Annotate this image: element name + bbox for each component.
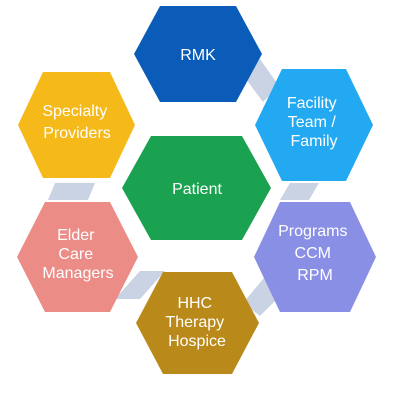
label-hhc: HHC Therapy Hospice [165,295,228,350]
hex-patient [122,136,271,240]
hexagons [17,6,376,374]
label-programs: Programs CCM RPM [278,223,352,284]
label-rmk: RMK [180,47,216,64]
connector-elder-specialty [48,183,95,200]
hex-specialty [18,72,135,178]
label-patient: Patient [172,181,222,198]
hex-elder [17,202,138,312]
hex-hhc [136,272,259,374]
labels: Patient RMK Facility Team / Family Progr… [42,47,352,350]
connector-facility-programs [280,183,319,200]
hex-rmk [134,6,262,102]
hex-programs [254,202,376,312]
connector-hhc-elder [115,271,165,299]
hex-facility [255,69,373,181]
label-elder: Elder Care Managers [42,227,113,282]
label-facility: Facility Team / Family [287,95,341,150]
label-specialty: Specialty Providers [42,103,111,142]
